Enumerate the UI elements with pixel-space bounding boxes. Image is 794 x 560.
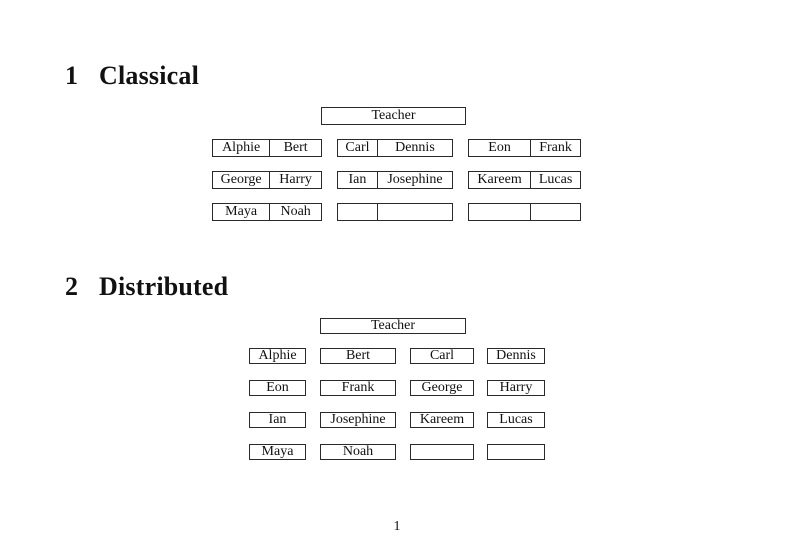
seat-pair-box: Maya Noah [212, 203, 322, 221]
seat-box: Carl [410, 348, 474, 364]
seat-box: Bert [320, 348, 396, 364]
seat-cell: Maya [213, 204, 271, 220]
seat-box: Dennis [487, 348, 545, 364]
seat-pair-box [468, 203, 581, 221]
seat-cell [531, 204, 580, 220]
seat-cell: Dennis [395, 140, 435, 155]
seat-cell: Alphie [213, 140, 271, 156]
seat-box: Noah [320, 444, 396, 460]
seat-cell: Frank [539, 140, 572, 155]
seat-cell: Kareem [469, 172, 532, 188]
section-number: 1 [65, 61, 79, 90]
teacher-box: Teacher [320, 318, 466, 334]
teacher-box: Teacher [321, 107, 466, 125]
seat-box: Kareem [410, 412, 474, 428]
seat-box: Lucas [487, 412, 545, 428]
seat-box: George [410, 380, 474, 396]
section-number: 2 [65, 272, 79, 301]
seat-box [487, 444, 545, 460]
seat-box: Maya [249, 444, 306, 460]
seat-box: Harry [487, 380, 545, 396]
seat-cell [378, 204, 452, 220]
seat-cell: Noah [280, 204, 311, 219]
section-heading-classical: 1 Classical [65, 63, 199, 89]
seat-cell [338, 204, 378, 220]
seat-box: Ian [249, 412, 306, 428]
seat-cell: Harry [279, 172, 312, 187]
seat-pair-box: George Harry [212, 171, 322, 189]
seat-cell: Lucas [538, 172, 573, 187]
seat-pair-box [337, 203, 453, 221]
seat-box: Josephine [320, 412, 396, 428]
seat-cell: Josephine [387, 172, 443, 187]
seat-cell: George [213, 172, 271, 188]
seat-cell: Ian [338, 172, 378, 188]
section-heading-distributed: 2 Distributed [65, 274, 228, 300]
seat-pair-box: Alphie Bert [212, 139, 322, 157]
seat-cell: Eon [469, 140, 532, 156]
seat-pair-box: Carl Dennis [337, 139, 453, 157]
seat-box [410, 444, 474, 460]
seat-cell: Carl [338, 140, 378, 156]
section-title: Distributed [99, 272, 229, 301]
seat-pair-box: Kareem Lucas [468, 171, 581, 189]
seat-cell [469, 204, 532, 220]
seat-box: Eon [249, 380, 306, 396]
section-title: Classical [99, 61, 200, 90]
seat-box: Frank [320, 380, 396, 396]
teacher-label: Teacher [370, 318, 416, 333]
seat-cell: Bert [283, 140, 308, 155]
seat-pair-box: Ian Josephine [337, 171, 453, 189]
seat-pair-box: Eon Frank [468, 139, 581, 157]
teacher-label: Teacher [371, 108, 416, 123]
page-number: 1 [393, 519, 401, 534]
seat-box: Alphie [249, 348, 306, 364]
